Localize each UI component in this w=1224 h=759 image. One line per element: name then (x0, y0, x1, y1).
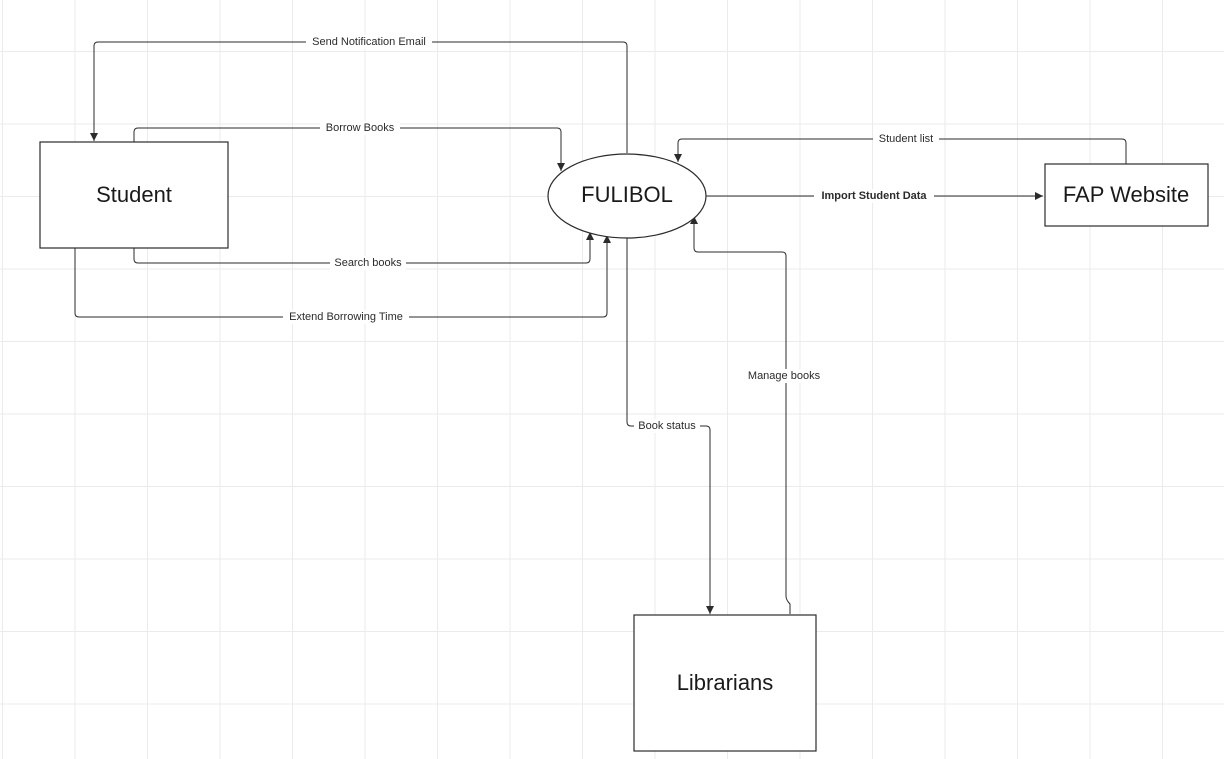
svg-text:Student list: Student list (879, 133, 933, 145)
svg-text:Send Notification Email: Send Notification Email (312, 36, 426, 48)
edge-manage-books[interactable] (690, 216, 791, 614)
node-student[interactable]: Student (39, 141, 229, 249)
edge-send-notification[interactable] (90, 41, 628, 153)
node-fap-website-label: FAP Website (1063, 182, 1189, 207)
edge-label-book-status: Book status (634, 419, 700, 433)
edge-label-borrow-books: Borrow Books (320, 121, 400, 135)
edge-label-manage-books: Manage books (744, 369, 824, 383)
svg-text:Import Student Data: Import Student Data (821, 190, 927, 202)
svg-text:Search books: Search books (334, 257, 402, 269)
node-fulibol-label: FULIBOL (581, 182, 673, 207)
edge-label-student-list: Student list (873, 132, 939, 146)
edge-label-import-student-data: Import Student Data (814, 189, 934, 203)
svg-text:Extend Borrowing Time: Extend Borrowing Time (289, 311, 403, 323)
node-fap-website[interactable]: FAP Website (1044, 163, 1209, 227)
node-librarians[interactable]: Librarians (633, 614, 817, 752)
svg-text:Book status: Book status (638, 420, 696, 432)
edge-label-extend-borrowing: Extend Borrowing Time (283, 310, 409, 324)
svg-text:Borrow Books: Borrow Books (326, 122, 395, 134)
node-student-label: Student (96, 182, 172, 207)
node-librarians-label: Librarians (677, 670, 774, 695)
edge-label-send-notification: Send Notification Email (306, 35, 432, 49)
svg-text:Manage books: Manage books (748, 370, 821, 382)
node-fulibol[interactable]: FULIBOL (547, 153, 707, 239)
edge-label-search-books: Search books (330, 256, 406, 270)
